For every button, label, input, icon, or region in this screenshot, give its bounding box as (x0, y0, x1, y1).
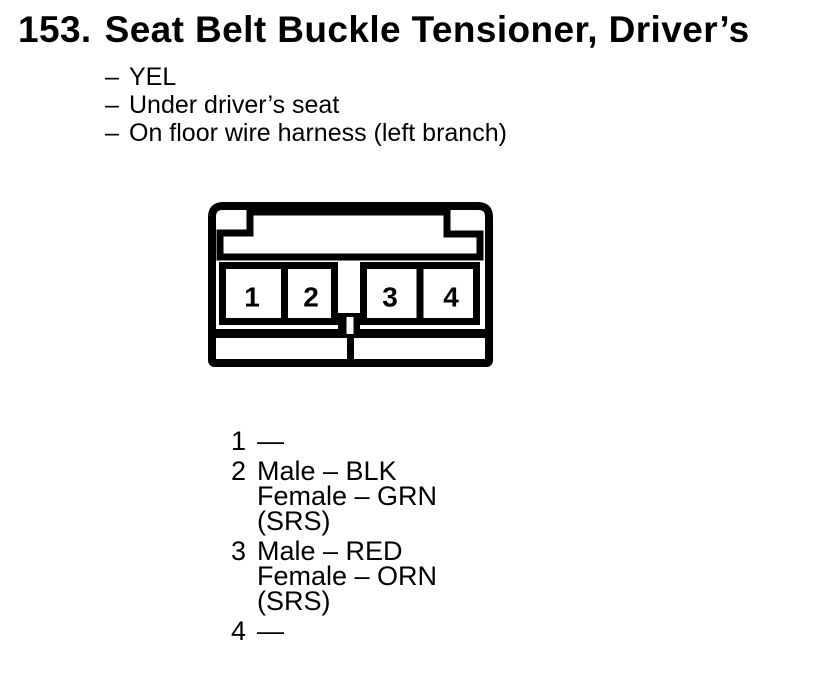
note-text: YEL (129, 63, 177, 91)
rail-divider (347, 338, 354, 359)
note-item: – YEL (105, 63, 507, 91)
note-item: – On floor wire harness (left branch) (105, 119, 507, 147)
connector-keyway (216, 208, 484, 261)
note-text: Under driver’s seat (129, 91, 340, 119)
figure-number: 153. (18, 9, 92, 50)
pin-number-2: 2 (303, 282, 319, 313)
legend-line: Male – BLK (257, 456, 397, 486)
center-lock-slot (346, 317, 354, 334)
legend-pin-number: 2 (231, 456, 247, 486)
figure-heading: 153. Seat Belt Buckle Tensioner, Driver’… (18, 8, 750, 52)
dash-bullet: – (105, 119, 119, 147)
legend-entry-lines: — (257, 426, 284, 456)
legend-line: (SRS) (257, 506, 331, 536)
connector-diagram: 1 2 3 4 (200, 196, 500, 372)
legend-pin-number: 3 (231, 536, 247, 566)
legend-entry: 3 Male – RED Female – ORN (SRS) (231, 536, 438, 616)
legend-entry: 2 Male – BLK Female – GRN (SRS) (231, 456, 438, 536)
legend-entry-lines: Male – RED Female – ORN (SRS) (257, 536, 438, 616)
legend-line: — (257, 426, 284, 456)
dash-bullet: – (105, 63, 119, 91)
legend-entry: 4 — (231, 616, 437, 646)
pin-number-3: 3 (382, 282, 398, 313)
legend-line: (SRS) (257, 586, 331, 616)
legend-entry-lines: — (257, 616, 284, 646)
legend-pin-number: 1 (231, 426, 247, 456)
note-text: On floor wire harness (left branch) (129, 119, 507, 147)
legend-line: — (257, 616, 284, 646)
figure-title: Seat Belt Buckle Tensioner, Driver’s (104, 9, 750, 50)
legend-line: Female – GRN (257, 481, 438, 511)
pin-number-4: 4 (443, 282, 459, 313)
note-item: – Under driver’s seat (105, 91, 507, 119)
pin-legend: 1 — 2 Male – BLK Female – GRN (SRS) 3 Ma… (231, 426, 438, 649)
cavity-block-left (219, 262, 338, 325)
dash-bullet: – (105, 91, 119, 119)
legend-line: Female – ORN (257, 561, 438, 591)
connector-notes: – YEL – Under driver’s seat – On floor w… (105, 63, 507, 147)
pin-number-1: 1 (244, 282, 260, 313)
legend-entry: 1 — (231, 426, 437, 456)
legend-line: Male – RED (257, 536, 403, 566)
legend-pin-number: 4 (231, 616, 247, 646)
legend-entry-lines: Male – BLK Female – GRN (SRS) (257, 456, 438, 536)
